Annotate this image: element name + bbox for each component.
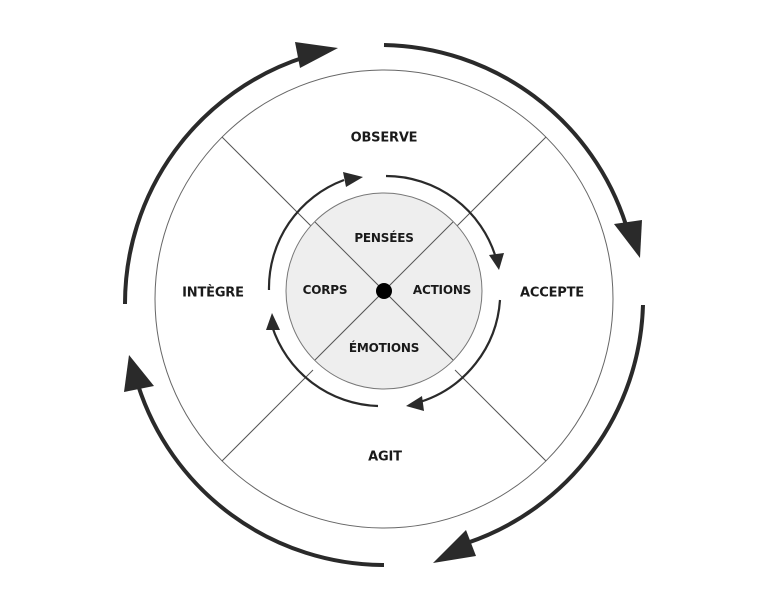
- inner-arc-bottom-left: [270, 325, 379, 408]
- outer-label-observe: OBSERVE: [351, 131, 418, 146]
- inner-arrowheads: [266, 172, 504, 411]
- outer-ring: [154, 69, 614, 529]
- inner-arrowhead-left-icon: [266, 313, 280, 330]
- outer-label-agit: AGIT: [368, 450, 402, 465]
- outer-arc-top-left: [122, 55, 306, 305]
- outer-cycle-arrows: [122, 43, 645, 567]
- outer-arrowhead-bottom-icon: [433, 530, 476, 563]
- inner-arrowhead-top-icon: [343, 172, 363, 187]
- inner-label-corps: CORPS: [303, 283, 348, 297]
- outer-arrowhead-left-icon: [124, 355, 154, 392]
- outer-arrowhead-top-icon: [295, 42, 338, 68]
- inner-arc-bottom-right: [419, 299, 502, 404]
- inner-label-emotions: ÉMOTIONS: [349, 340, 419, 355]
- outer-arc-top-right: [383, 43, 628, 226]
- divider-top-right: [454, 136, 547, 229]
- inner-label-actions: ACTIONS: [413, 283, 471, 297]
- center-dot: [376, 283, 392, 299]
- outer-arc-bottom-left: [136, 384, 385, 567]
- outer-arrowheads: [124, 42, 642, 563]
- divider-bottom-left: [221, 369, 314, 462]
- outer-label-accepte: ACCEPTE: [520, 286, 584, 301]
- outer-arc-bottom-right: [466, 304, 645, 545]
- divider-bottom-right: [454, 369, 547, 462]
- inner-label-pensees: PENSÉES: [354, 230, 413, 245]
- inner-arc-top-left: [267, 178, 345, 291]
- inner-arrowhead-right-icon: [489, 253, 504, 270]
- inner-cycle-arrows: [267, 174, 502, 408]
- inner-arc-top-right: [385, 174, 498, 259]
- outer-label-integre: INTÈGRE: [182, 285, 244, 301]
- divider-top-left: [221, 136, 314, 229]
- outer-arrowhead-right-icon: [614, 220, 642, 258]
- inner-arrowhead-bottom-icon: [406, 396, 424, 411]
